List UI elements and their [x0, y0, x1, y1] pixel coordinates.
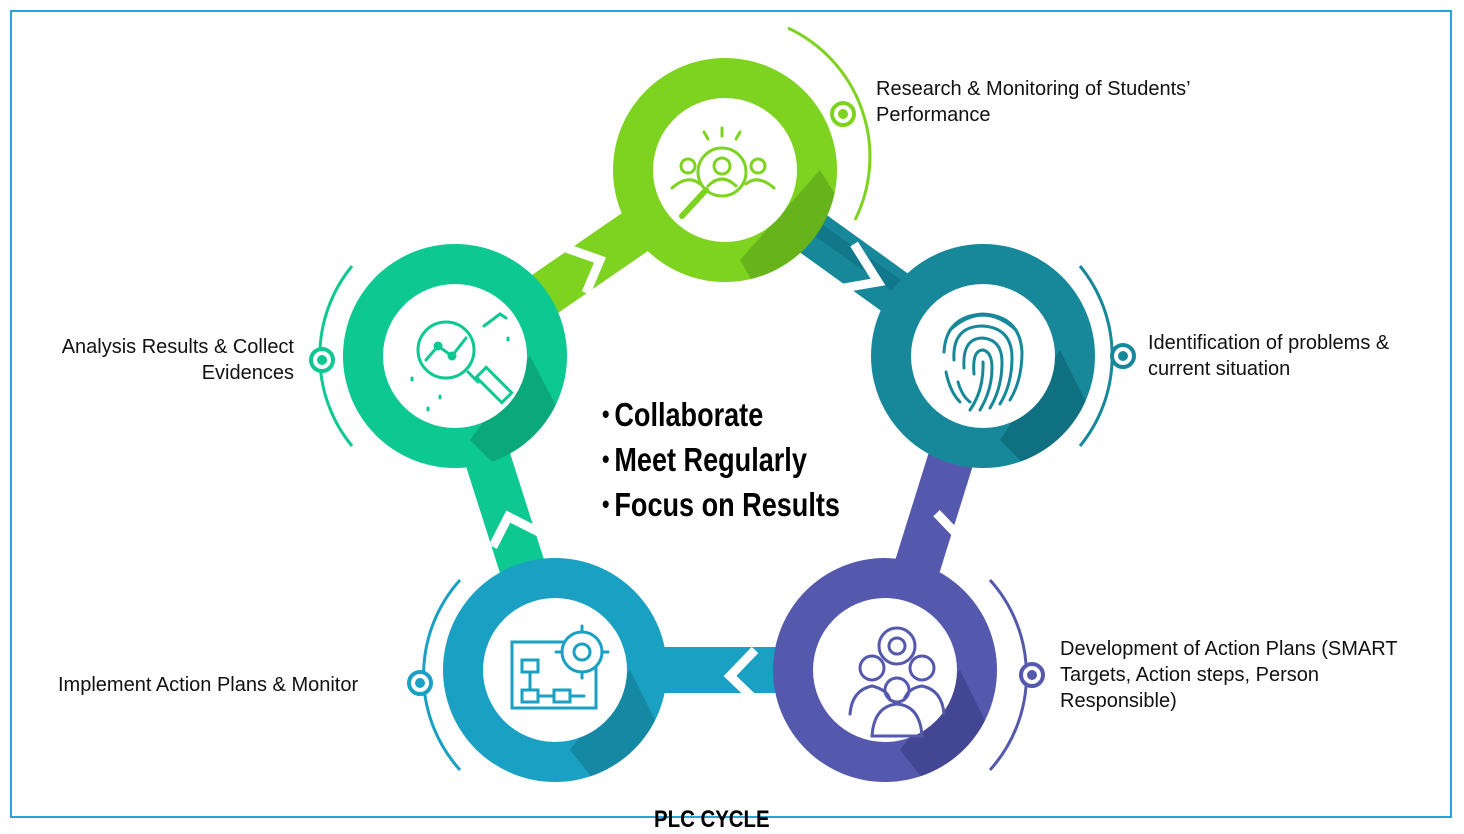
step-label-implement: Implement Action Plans & Monitor [58, 674, 359, 696]
diagram-frame [10, 10, 1452, 818]
arrow-right-bottom [933, 509, 975, 538]
arrow-bottom [723, 646, 759, 704]
ring-markers [309, 101, 1136, 696]
arrow-top-right [831, 241, 886, 295]
fingerprint-icon [942, 312, 1024, 412]
step-label-identification: Identification of problems & current sit… [1148, 332, 1390, 380]
diagram-title: PLC CYCLE [654, 806, 770, 833]
team-gear-icon [848, 626, 946, 738]
flow-arrows [488, 241, 975, 704]
step-node-implement [443, 558, 667, 782]
blueprint-gear-icon [510, 624, 610, 710]
center-point: •Collaborate [602, 392, 840, 437]
center-point-text: Meet Regularly [614, 441, 807, 478]
step-label-development: Development of Action Plans (SMART Targe… [1060, 638, 1398, 712]
arrow-up-top [564, 243, 607, 295]
data-analysis-icon [410, 312, 514, 412]
arrow-left-up [488, 510, 541, 549]
center-point: •Focus on Results [602, 482, 840, 527]
center-principles-list: •Collaborate •Meet Regularly •Focus on R… [602, 392, 892, 527]
center-point-text: Focus on Results [614, 486, 840, 523]
search-people-icon [670, 126, 776, 219]
center-point-text: Collaborate [614, 396, 764, 433]
center-point: •Meet Regularly [602, 437, 840, 482]
step-label-analysis: Analysis Results & Collect Evidences [61, 336, 294, 384]
step-label-research: Research & Monitoring of Students’ Perfo… [876, 78, 1190, 126]
